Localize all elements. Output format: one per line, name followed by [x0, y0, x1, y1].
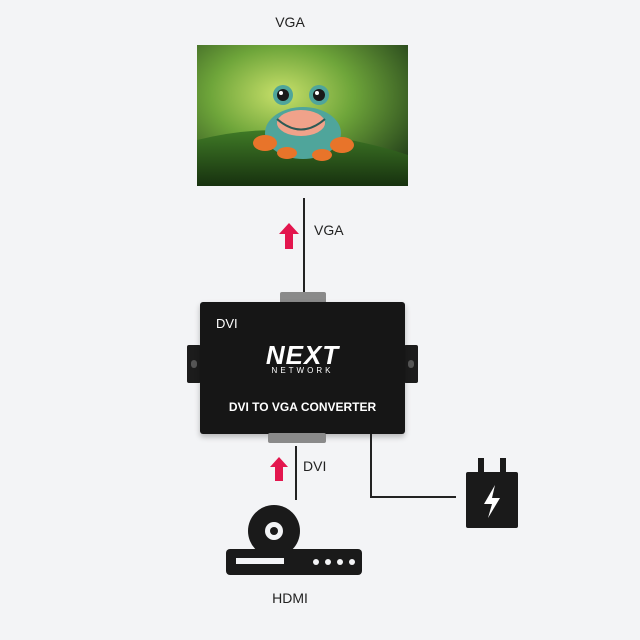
monitor-frog-image	[197, 45, 408, 186]
dvd-player-icon	[226, 505, 366, 584]
dvi-signal-label: DVI	[303, 458, 327, 474]
mount-ear-left	[187, 345, 201, 383]
power-line-horizontal	[370, 496, 456, 498]
device-name: DVI TO VGA CONVERTER	[228, 400, 377, 414]
arrow-up-icon	[270, 457, 288, 486]
power-line-vertical	[370, 434, 372, 498]
source-label: HDMI	[272, 590, 308, 606]
dvi-port	[268, 433, 326, 443]
dvi-connection-line	[295, 446, 297, 500]
arrow-up-icon	[279, 223, 299, 254]
vga-signal-label: VGA	[314, 222, 344, 238]
brand-logo: NEXT	[265, 340, 340, 370]
mount-ear-right	[404, 345, 418, 383]
vga-connection-line	[303, 198, 305, 296]
brand-subtitle: NETWORK	[271, 366, 334, 375]
device-port-label: DVI	[216, 316, 238, 331]
vga-port	[280, 292, 326, 304]
power-plug-icon	[464, 458, 520, 535]
display-output-label: VGA	[275, 14, 305, 30]
dvi-to-vga-converter: DVI NEXT NETWORK DVI TO VGA CONVERTER	[200, 302, 405, 434]
